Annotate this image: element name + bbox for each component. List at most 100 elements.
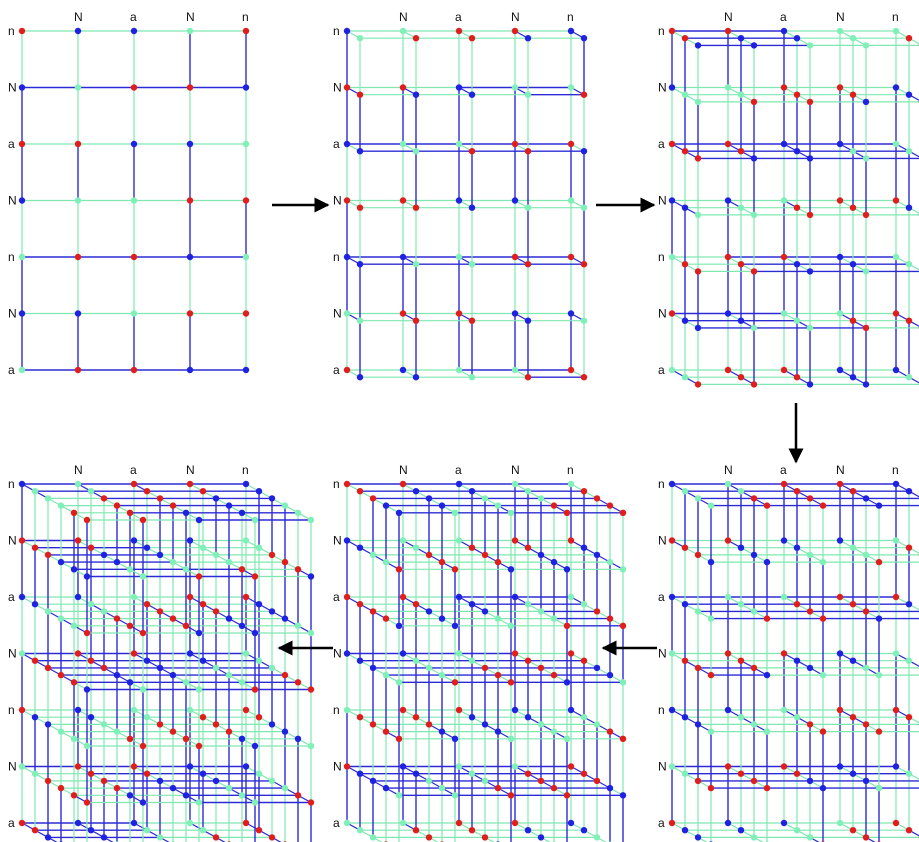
lattice-node: [456, 310, 462, 316]
lattice-node: [157, 834, 163, 840]
lattice-node: [400, 537, 406, 543]
lattice-node: [863, 495, 869, 501]
lattice-node: [794, 658, 800, 664]
lattice-node: [807, 155, 813, 161]
lattice-node: [413, 148, 419, 154]
lattice-node: [876, 502, 882, 508]
lattice-node: [357, 261, 363, 267]
column-label: N: [186, 463, 195, 477]
lattice-node: [594, 778, 600, 784]
row-label: a: [333, 816, 340, 830]
lattice-node: [508, 792, 514, 798]
lattice-node: [19, 594, 25, 600]
lattice-node: [807, 721, 813, 727]
lattice-node: [269, 834, 275, 840]
lattice-node: [794, 771, 800, 777]
row-label: N: [333, 307, 342, 321]
lattice-node: [75, 707, 81, 713]
lattice-node: [19, 254, 25, 260]
lattice-node: [19, 197, 25, 203]
lattice-node: [19, 84, 25, 90]
lattice-node: [84, 517, 90, 523]
lattice-node: [114, 672, 120, 678]
lattice-node: [452, 566, 458, 572]
lattice-node: [370, 665, 376, 671]
lattice-node: [906, 205, 912, 211]
lattice-node: [764, 672, 770, 678]
lattice-node: [525, 261, 531, 267]
lattice-node: [243, 537, 249, 543]
lattice-node: [568, 707, 574, 713]
lattice-node: [682, 658, 688, 664]
lattice-node: [581, 771, 587, 777]
lattice-node: [131, 763, 137, 769]
lattice-node: [452, 510, 458, 516]
lattice-node: [482, 495, 488, 501]
lattice-node: [876, 785, 882, 791]
lattice-node: [850, 714, 856, 720]
lattice-node: [269, 552, 275, 558]
lattice-node: [906, 261, 912, 267]
lattice-node: [682, 205, 688, 211]
lattice-node: [538, 608, 544, 614]
lattice-node: [512, 197, 518, 203]
lattice-node: [170, 672, 176, 678]
lattice-node: [252, 573, 258, 579]
lattice-node: [469, 658, 475, 664]
lattice-node: [170, 502, 176, 508]
lattice-node: [525, 92, 531, 98]
lattice-node: [344, 820, 350, 826]
lattice-node: [75, 481, 81, 487]
lattice-node: [400, 367, 406, 373]
lattice-node: [607, 502, 613, 508]
lattice-node: [256, 771, 262, 777]
lattice-node: [400, 310, 406, 316]
lattice-node: [144, 658, 150, 664]
lattice-node: [170, 785, 176, 791]
lattice-node: [725, 84, 731, 90]
lattice-node: [200, 827, 206, 833]
column-label: a: [780, 463, 787, 477]
lattice-node: [469, 827, 475, 833]
lattice-node: [383, 672, 389, 678]
lattice-node: [295, 792, 301, 798]
lattice-node: [400, 707, 406, 713]
lattice-node: [71, 510, 77, 516]
lattice-node: [282, 728, 288, 734]
lattice-node: [370, 834, 376, 840]
lattice-node: [568, 254, 574, 260]
lattice-node: [75, 367, 81, 373]
lattice-node: [357, 545, 363, 551]
lattice-node: [512, 367, 518, 373]
lattice-node: [75, 820, 81, 826]
lattice-node: [695, 608, 701, 614]
lattice-node: [738, 545, 744, 551]
lattice-node: [837, 820, 843, 826]
lattice-node: [131, 820, 137, 826]
lattice-node: [525, 488, 531, 494]
lattice-node: [269, 495, 275, 501]
lattice-node: [344, 594, 350, 600]
lattice-node: [426, 778, 432, 784]
lattice-node: [682, 35, 688, 41]
lattice-node: [187, 141, 193, 147]
lattice-node: [807, 665, 813, 671]
lattice-node: [751, 552, 757, 558]
lattice-node: [781, 820, 787, 826]
lattice-node: [620, 566, 626, 572]
lattice-node: [344, 310, 350, 316]
lattice-node: [751, 42, 757, 48]
lattice-node: [837, 481, 843, 487]
lattice-node: [695, 665, 701, 671]
lattice-node: [764, 785, 770, 791]
lattice-node: [84, 573, 90, 579]
lattice-node: [581, 658, 587, 664]
lattice-node: [140, 630, 146, 636]
lattice-node: [308, 799, 314, 805]
lattice-node: [243, 28, 249, 34]
lattice-node: [876, 615, 882, 621]
lattice-node: [413, 714, 419, 720]
lattice-node: [282, 615, 288, 621]
lattice-node: [525, 205, 531, 211]
